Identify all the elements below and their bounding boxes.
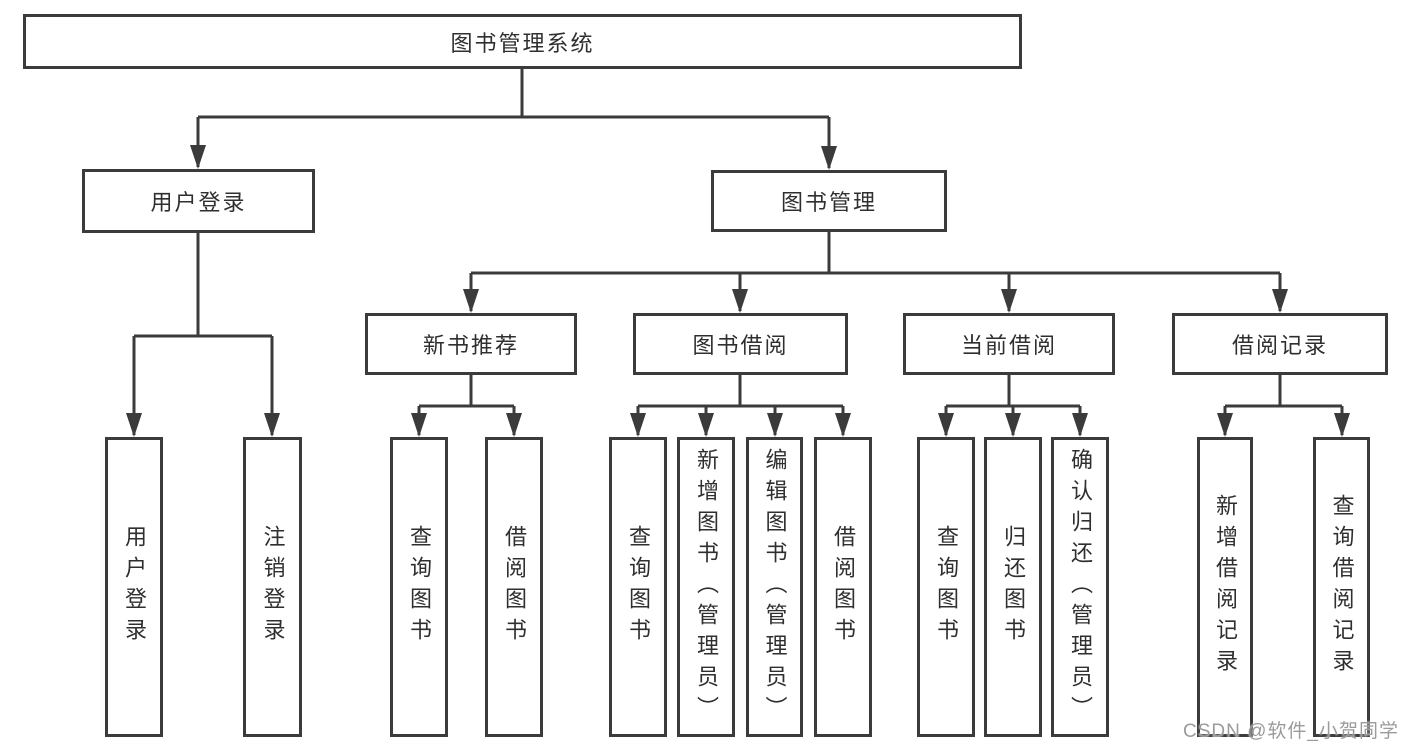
leaf-borrow-add-books-admin: 新增图书（管理员） <box>677 437 735 737</box>
connector-new-book-rec-to-leaves <box>411 375 522 437</box>
node-new-book-recommendation: 新书推荐 <box>365 313 577 375</box>
arrowheads <box>463 289 1288 313</box>
connector-book-borrow-to-leaves <box>630 375 851 437</box>
leaf-borrow-query-books-label: 查询图书 <box>626 525 651 649</box>
watermark: CSDN @软件_小贺同学 <box>1183 721 1399 742</box>
leaf-records-query-record-label: 查询借阅记录 <box>1329 494 1355 680</box>
node-user-login-branch: 用户登录 <box>82 169 315 233</box>
leaf-current-return-books-label: 归还图书 <box>1001 525 1026 649</box>
leaf-recommend-query-books: 查询图书 <box>390 437 448 737</box>
leaf-current-query-books: 查询图书 <box>917 437 975 737</box>
leaf-logout: 注销登录 <box>243 437 302 737</box>
arrowheads <box>630 413 851 437</box>
leaf-records-query-record: 查询借阅记录 <box>1313 437 1370 737</box>
node-current-borrowing: 当前借阅 <box>903 313 1115 375</box>
leaf-borrow-edit-books-admin: 编辑图书（管理员） <box>746 437 803 737</box>
leaf-user-login-label: 用户登录 <box>122 525 147 649</box>
leaf-recommend-borrow-books: 借阅图书 <box>485 437 543 737</box>
leaf-logout-label: 注销登录 <box>260 525 286 649</box>
node-book-borrowing: 图书借阅 <box>633 313 848 375</box>
leaf-records-add-record-label: 新增借阅记录 <box>1213 494 1238 680</box>
connector-borrow-records-to-leaves <box>1217 375 1350 437</box>
node-root-system-label: 图书管理系统 <box>450 30 595 56</box>
arrowheads <box>126 413 280 437</box>
arrowheads <box>190 145 837 170</box>
arrowheads <box>411 413 522 437</box>
connector-current-borrow-to-leaves <box>938 375 1088 437</box>
node-new-book-recommendation-label: 新书推荐 <box>422 333 519 358</box>
node-current-borrowing-label: 当前借阅 <box>960 333 1057 358</box>
leaf-user-login: 用户登录 <box>105 437 163 737</box>
connector-book-mgmt-to-level3 <box>463 232 1288 313</box>
node-borrowing-records: 借阅记录 <box>1172 313 1388 375</box>
connector-user-login-to-leaves <box>126 233 280 437</box>
node-book-borrowing-label: 图书借阅 <box>692 333 789 358</box>
leaf-borrow-edit-books-admin-label: 编辑图书（管理员） <box>762 447 788 727</box>
leaf-current-confirm-return-admin-label: 确认归还（管理员） <box>1068 447 1093 727</box>
leaf-borrow-query-books: 查询图书 <box>609 437 667 737</box>
node-borrowing-records-label: 借阅记录 <box>1231 333 1328 358</box>
leaf-borrow-add-books-admin-label: 新增图书（管理员） <box>694 447 719 727</box>
connector-root-to-level2 <box>190 68 837 170</box>
node-user-login-branch-label: 用户登录 <box>150 190 247 215</box>
leaf-current-query-books-label: 查询图书 <box>934 525 959 649</box>
arrowheads <box>1217 413 1350 437</box>
leaf-borrow-take-books: 借阅图书 <box>814 437 872 737</box>
leaf-records-add-record: 新增借阅记录 <box>1197 437 1253 737</box>
node-book-management: 图书管理 <box>711 170 947 232</box>
leaf-current-return-books: 归还图书 <box>984 437 1042 737</box>
arrowheads <box>938 413 1088 437</box>
leaf-borrow-take-books-label: 借阅图书 <box>831 525 856 649</box>
node-root-system: 图书管理系统 <box>23 14 1022 69</box>
node-book-management-label: 图书管理 <box>780 190 877 215</box>
leaf-recommend-query-books-label: 查询图书 <box>407 525 432 649</box>
leaf-recommend-borrow-books-label: 借阅图书 <box>502 525 527 649</box>
leaf-current-confirm-return-admin: 确认归还（管理员） <box>1051 437 1109 737</box>
